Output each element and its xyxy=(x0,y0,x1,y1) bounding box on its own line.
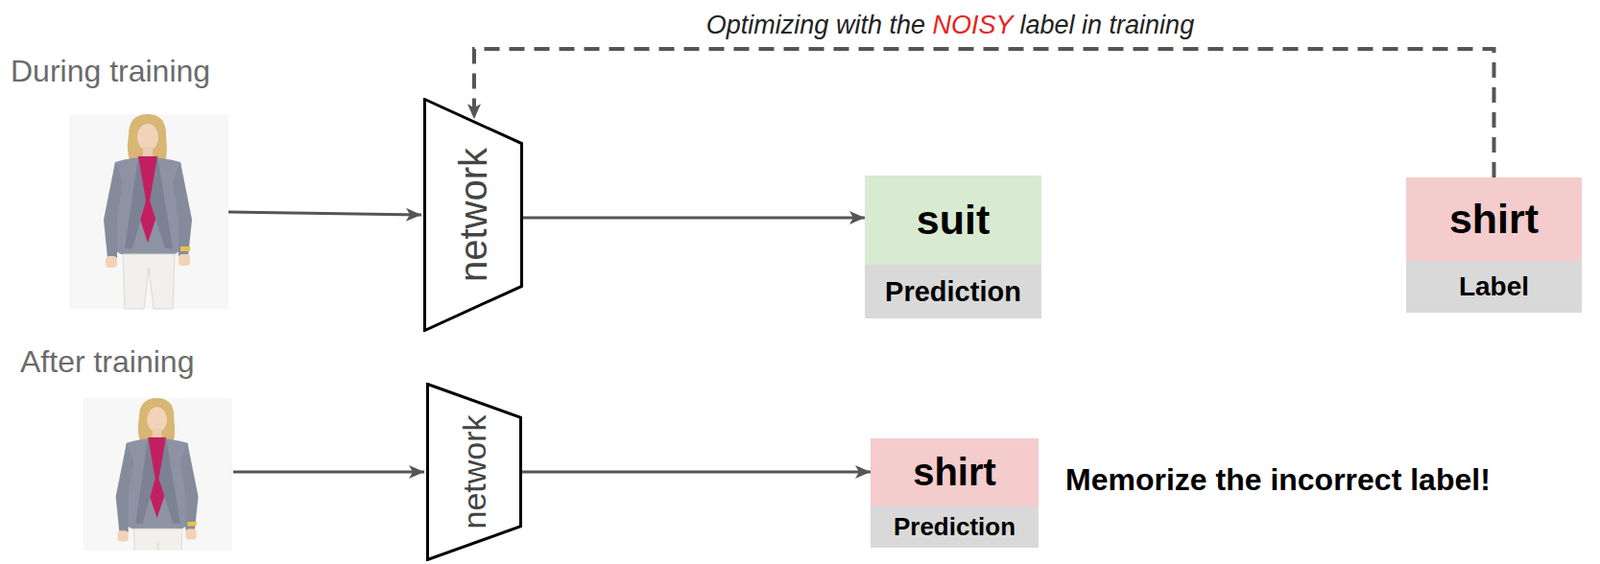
class-name: suit xyxy=(864,175,1042,265)
network-trapezoid: network xyxy=(423,97,524,333)
label-box: suitPrediction xyxy=(864,175,1042,319)
label-box: shirtLabel xyxy=(1406,177,1582,313)
class-name: shirt xyxy=(870,438,1039,507)
photo-woman xyxy=(83,398,233,551)
note-text: Memorize the incorrect label! xyxy=(1065,461,1491,499)
network-trapezoid: network xyxy=(426,382,523,562)
input-arrow xyxy=(228,212,422,215)
edge-label: Optimizing with the NOISY label in train… xyxy=(383,9,1517,41)
feedback-arrow xyxy=(474,48,1495,178)
class-name: shirt xyxy=(1406,177,1582,262)
phase-label: During training xyxy=(10,52,211,90)
photo-woman xyxy=(69,114,229,310)
box-caption: Prediction xyxy=(870,506,1039,549)
box-caption: Label xyxy=(1406,261,1582,313)
output-arrow xyxy=(523,216,865,220)
output-arrow xyxy=(522,471,871,475)
box-caption: Prediction xyxy=(864,264,1042,319)
network-text: network xyxy=(455,414,494,529)
label-box: shirtPrediction xyxy=(870,438,1039,549)
network-text: network xyxy=(452,147,496,283)
input-arrow xyxy=(233,471,425,475)
phase-label: After training xyxy=(20,343,194,381)
